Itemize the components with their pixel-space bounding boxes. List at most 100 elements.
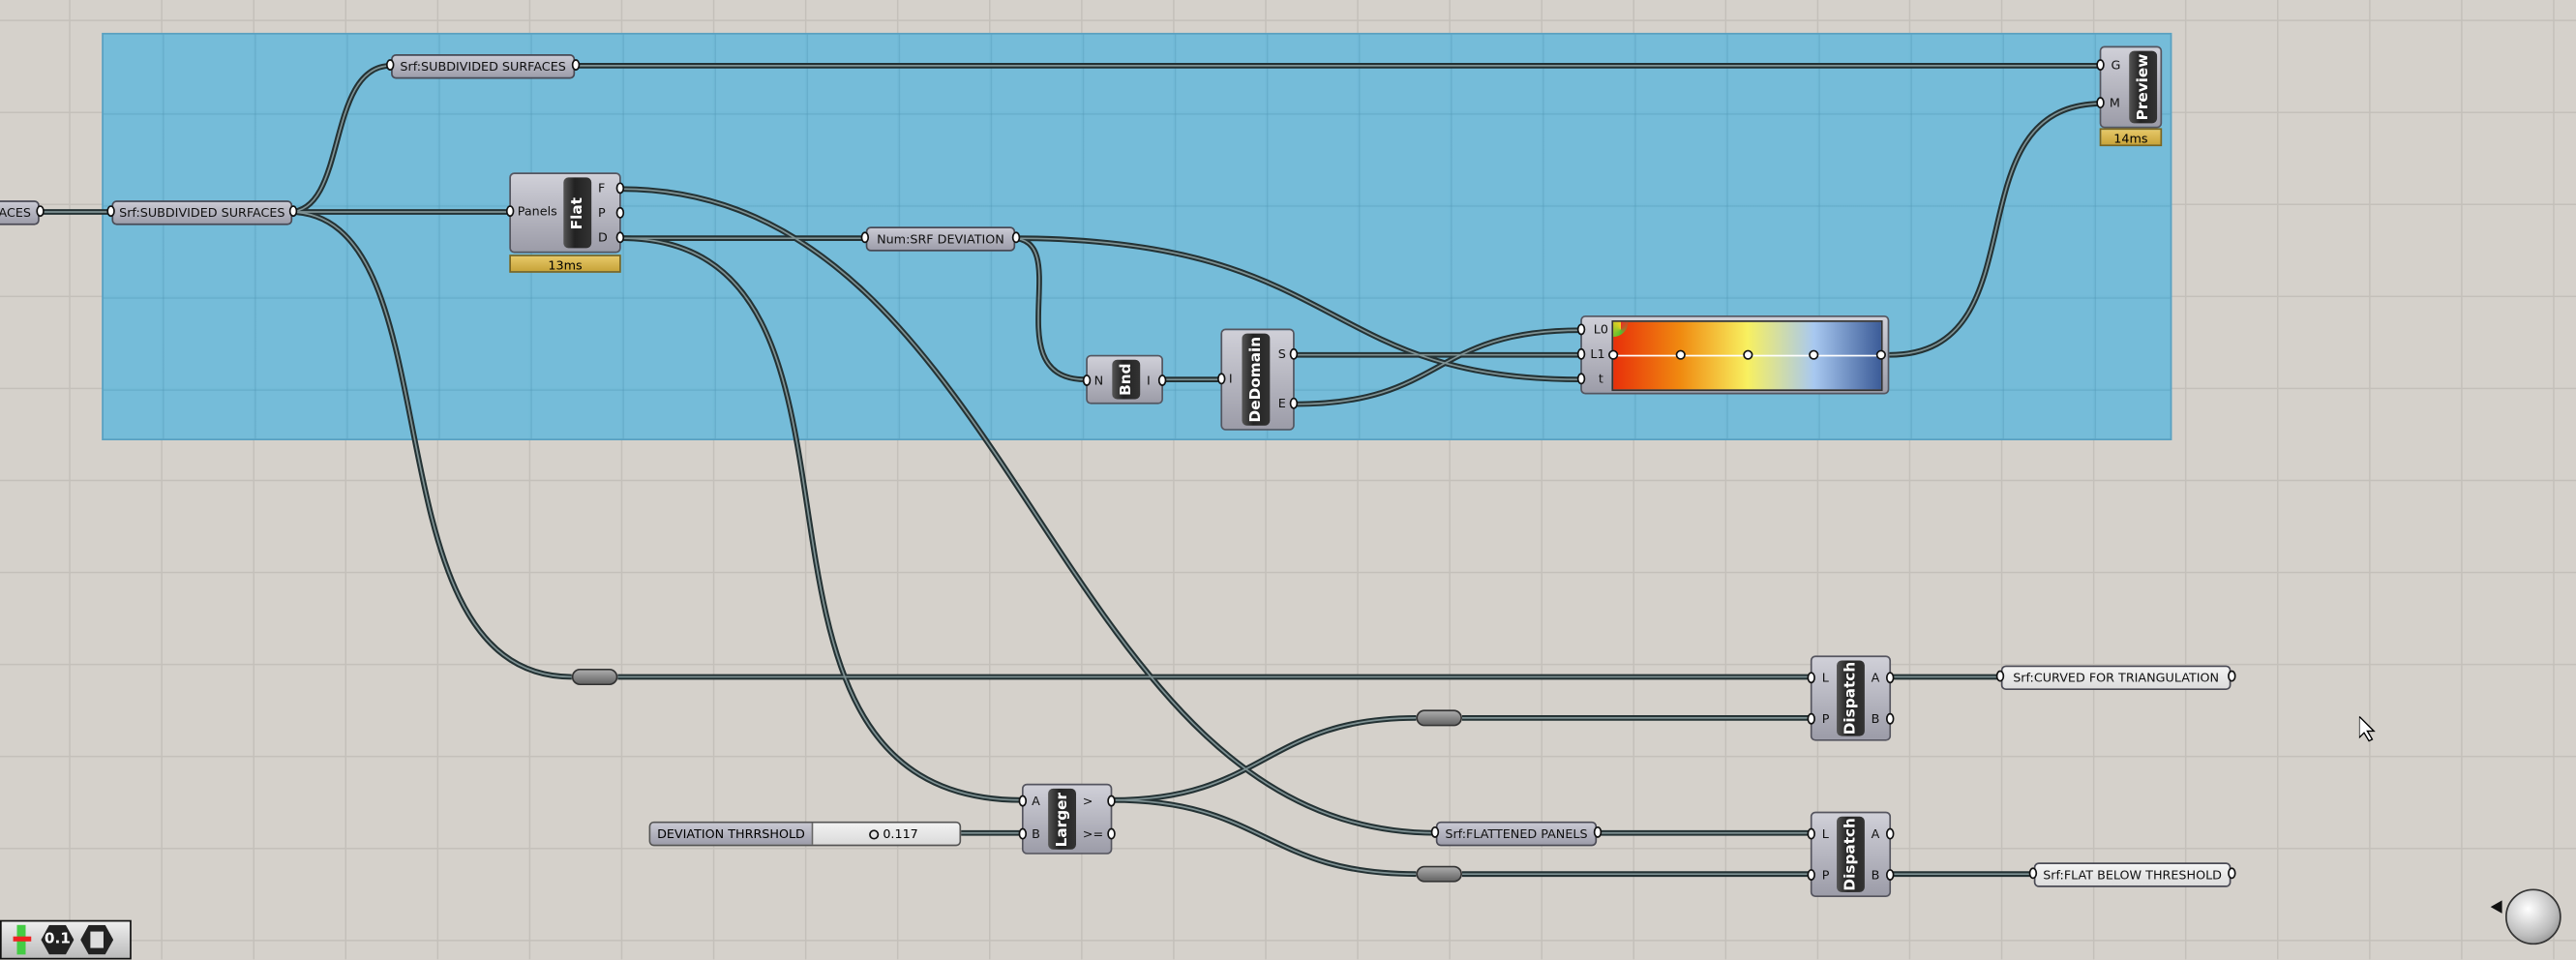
port-grip[interactable] (1018, 827, 1028, 840)
dispatch-component-1[interactable]: L P Dispatch A B (1807, 655, 1895, 741)
param-srf-deviation[interactable]: Num:SRF DEVIATION (865, 226, 1016, 252)
input-m[interactable]: M (2109, 95, 2120, 110)
port-grip[interactable] (1011, 231, 1021, 244)
output-p[interactable]: P (597, 205, 606, 221)
port-grip[interactable] (505, 205, 515, 218)
gradient-preset-icon[interactable] (1613, 321, 1629, 338)
gradient-grip[interactable] (1875, 349, 1886, 360)
port-grip[interactable] (36, 205, 45, 218)
port-grip[interactable] (1885, 672, 1895, 684)
output-f[interactable]: F (597, 180, 606, 196)
port-grip[interactable] (571, 59, 581, 72)
preview-toggle-icon[interactable] (5, 924, 35, 955)
relay[interactable] (1416, 709, 1462, 727)
port-grip[interactable] (1576, 347, 1586, 360)
input-l1[interactable]: L1 (1590, 346, 1605, 362)
dispatch-component-2[interactable]: L P Dispatch A B (1807, 811, 1895, 897)
gradient-preview[interactable] (1608, 320, 1886, 392)
mesh-display-icon[interactable] (80, 924, 114, 955)
input-b[interactable]: B (1032, 825, 1040, 842)
input-l[interactable]: L (1821, 670, 1829, 685)
gradient-grip[interactable] (1608, 349, 1619, 360)
input-g[interactable]: G (2111, 57, 2121, 73)
port-grip[interactable] (288, 205, 298, 218)
param-flattened-panels[interactable]: Srf:FLATTENED PANELS (1435, 821, 1598, 847)
output-e[interactable]: E (1277, 396, 1286, 411)
port-grip[interactable] (106, 205, 115, 218)
port-grip[interactable] (2096, 59, 2105, 72)
port-grip[interactable] (2096, 97, 2105, 109)
preview-component[interactable]: G M Preview (2096, 45, 2163, 129)
gradient-grip[interactable] (1675, 349, 1686, 360)
panel-curved-for-triangulation[interactable]: Srf:CURVED FOR TRIANGULATION (2000, 665, 2232, 691)
port-grip[interactable] (385, 59, 395, 72)
output-greater[interactable]: > (1082, 793, 1093, 809)
port-grip[interactable] (1807, 672, 1815, 684)
deviation-threshold-slider[interactable]: DEVIATION THRRSHOLD 0.117 (648, 821, 962, 847)
output-greater-equal[interactable]: >= (1082, 825, 1104, 842)
input-p[interactable]: P (1821, 867, 1830, 883)
port-grip[interactable] (1289, 347, 1299, 360)
input-l0[interactable]: L0 (1593, 321, 1608, 338)
output-a[interactable]: A (1871, 825, 1880, 842)
input-l[interactable]: L (1821, 825, 1829, 842)
port-grip[interactable] (1885, 869, 1895, 881)
param-subdivided-truncated[interactable]: ACES (0, 200, 40, 225)
port-grip[interactable] (1107, 795, 1116, 807)
port-grip[interactable] (1807, 827, 1815, 840)
port-grip[interactable] (1430, 825, 1440, 838)
dedomain-component[interactable]: I DeDomain S E (1216, 328, 1299, 431)
input-i[interactable]: I (1228, 371, 1233, 386)
port-grip[interactable] (1885, 827, 1895, 840)
port-grip[interactable] (615, 206, 625, 219)
port-grip[interactable] (1216, 373, 1226, 385)
number-display-icon[interactable]: 0.1 (41, 924, 75, 955)
navigation-widget-icon[interactable] (2504, 888, 2561, 945)
port-grip[interactable] (1289, 397, 1299, 409)
larger-component[interactable]: A B Larger > >= (1018, 783, 1116, 855)
input-panels[interactable]: Panels (517, 203, 557, 219)
input-p[interactable]: P (1821, 711, 1830, 727)
output-d[interactable]: D (597, 229, 608, 245)
output-b[interactable]: B (1871, 867, 1880, 883)
input-t[interactable]: t (1598, 371, 1603, 386)
output-i[interactable]: I (1146, 373, 1151, 388)
panel-flat-below-threshold[interactable]: Srf:FLAT BELOW THRESHOLD (2033, 862, 2232, 887)
port-grip[interactable] (1157, 375, 1167, 386)
relay[interactable] (1416, 865, 1462, 883)
port-grip[interactable] (860, 231, 870, 244)
input-a[interactable]: A (1032, 793, 1040, 809)
gradient-grips[interactable] (1608, 349, 1886, 364)
bnd-component[interactable]: N Bnd I (1082, 354, 1167, 405)
output-s[interactable]: S (1277, 346, 1286, 362)
slider-grip[interactable] (869, 829, 880, 840)
port-grip[interactable] (1576, 373, 1586, 385)
port-grip[interactable] (1885, 712, 1895, 725)
port-grip[interactable] (615, 231, 625, 244)
output-b[interactable]: B (1871, 711, 1880, 727)
gradient-grip[interactable] (1809, 349, 1819, 360)
port-grip[interactable] (1082, 375, 1092, 386)
port-grip[interactable] (1593, 825, 1603, 838)
param-subdivided-surfaces[interactable]: Srf:SUBDIVIDED SURFACES (111, 200, 293, 225)
output-a[interactable]: A (1871, 670, 1880, 685)
input-n[interactable]: N (1093, 373, 1104, 388)
port-grip[interactable] (2028, 867, 2038, 880)
gradient-component[interactable]: L0 L1 t (1576, 315, 1890, 395)
port-grip[interactable] (1576, 323, 1586, 336)
port-grip[interactable] (1995, 670, 2005, 682)
port-grip[interactable] (1018, 795, 1028, 807)
port-grip[interactable] (2228, 670, 2236, 682)
flat-component[interactable]: Panels Flat F P D (505, 172, 625, 254)
gradient-grip[interactable] (1742, 349, 1752, 360)
param-subdivided-surfaces-top[interactable]: Srf:SUBDIVIDED SURFACES (391, 54, 576, 79)
port-grip[interactable] (1107, 827, 1116, 840)
relay[interactable] (571, 668, 618, 685)
slider-track[interactable]: 0.117 (813, 823, 960, 845)
port-grip[interactable] (615, 182, 625, 195)
port-grip[interactable] (2228, 867, 2236, 880)
port-grip[interactable] (1807, 869, 1815, 881)
navigation-arrow-icon[interactable] (2490, 900, 2502, 914)
port-grip[interactable] (1807, 712, 1815, 725)
